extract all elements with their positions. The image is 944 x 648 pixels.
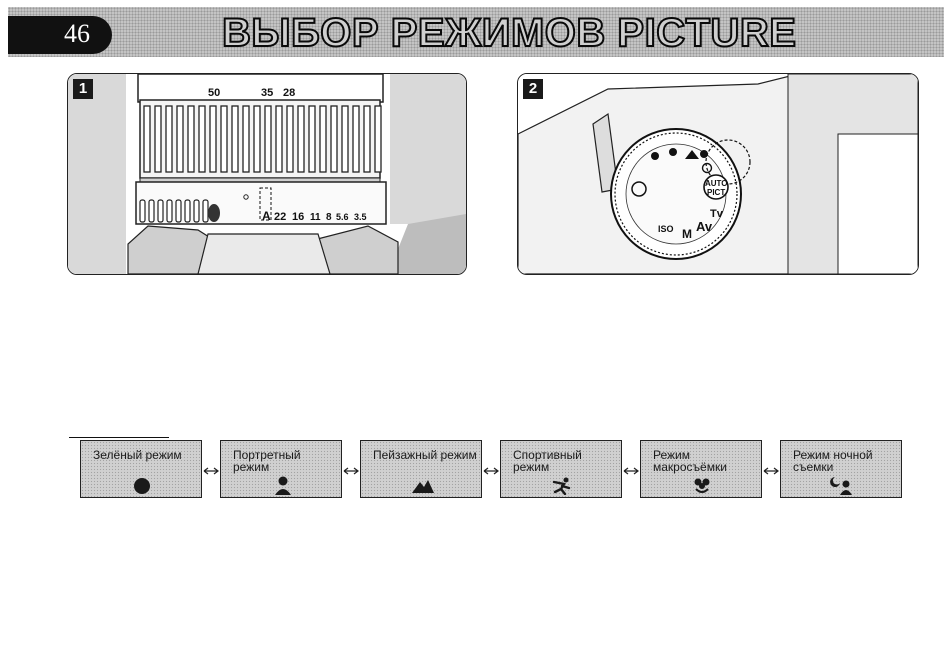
arrow-icon xyxy=(623,467,639,475)
mode-box-night: Режим ночной съемки xyxy=(780,440,902,498)
lens-illustration: 50 35 28 A 22 16 11 8 5.6 3.5 xyxy=(68,74,466,274)
figure-1-lens: 50 35 28 A 22 16 11 8 5.6 3.5 1 xyxy=(67,73,467,275)
focal-28: 28 xyxy=(283,87,295,99)
aperture-5-6: 5.6 xyxy=(336,212,349,222)
mode-box-macro: Режим макросъёмки xyxy=(640,440,762,498)
dial-auto: AUTO xyxy=(705,179,728,188)
sport-icon xyxy=(552,477,571,495)
header-banner xyxy=(8,7,944,57)
page-title: ВЫБОР РЕЖИМОВ PICTURE xyxy=(221,10,797,56)
page-number-badge: 46 xyxy=(8,16,112,54)
page-number: 46 xyxy=(64,19,90,48)
dial-pict: PICT xyxy=(707,188,725,197)
mode-box-portrait: Портретный режим xyxy=(220,440,342,498)
mode-label: Портретный режим xyxy=(233,448,301,474)
figure-2-number: 2 xyxy=(523,79,543,99)
mode-box-sport: Спортивный режим xyxy=(500,440,622,498)
green-mode-icon xyxy=(134,478,150,494)
mode-sequence: Зелёный режим Портретный режим Пейзажный… xyxy=(80,440,902,500)
arrow-icon xyxy=(763,467,779,475)
dial-m: M xyxy=(682,227,692,241)
focal-35: 35 xyxy=(261,87,273,99)
landscape-icon xyxy=(412,480,434,493)
mode-label: Зелёный режим xyxy=(93,448,182,462)
focal-50: 50 xyxy=(208,87,220,99)
night-portrait-icon xyxy=(830,477,852,495)
section-rule xyxy=(69,437,169,438)
aperture-8: 8 xyxy=(326,212,332,223)
mode-box-landscape: Пейзажный режим xyxy=(360,440,482,498)
macro-flower-icon xyxy=(694,478,710,493)
arrow-icon xyxy=(343,467,359,475)
mode-label: Пейзажный режим xyxy=(373,448,477,462)
figure-2-mode-dial: AUTO PICT Tv Av M ISO 2 xyxy=(517,73,919,275)
arrow-icon xyxy=(203,467,219,475)
mode-label: Режим ночной съемки xyxy=(793,448,873,474)
aperture-11: 11 xyxy=(310,212,321,223)
aperture-22: 22 xyxy=(274,211,286,223)
aperture-A: A xyxy=(262,209,271,223)
dial-iso: ISO xyxy=(658,224,674,234)
dial-tv: Tv xyxy=(710,208,724,220)
aperture-16: 16 xyxy=(292,211,304,223)
aperture-3-5: 3.5 xyxy=(354,212,367,222)
arrow-icon xyxy=(483,467,499,475)
dial-av: Av xyxy=(696,219,713,234)
portrait-icon xyxy=(275,476,291,495)
mode-label: Спортивный режим xyxy=(513,448,582,474)
figure-1-number: 1 xyxy=(73,79,93,99)
mode-dial-illustration: AUTO PICT Tv Av M ISO xyxy=(518,74,918,274)
mode-label: Режим макросъёмки xyxy=(653,448,727,474)
mode-box-green: Зелёный режим xyxy=(80,440,202,498)
